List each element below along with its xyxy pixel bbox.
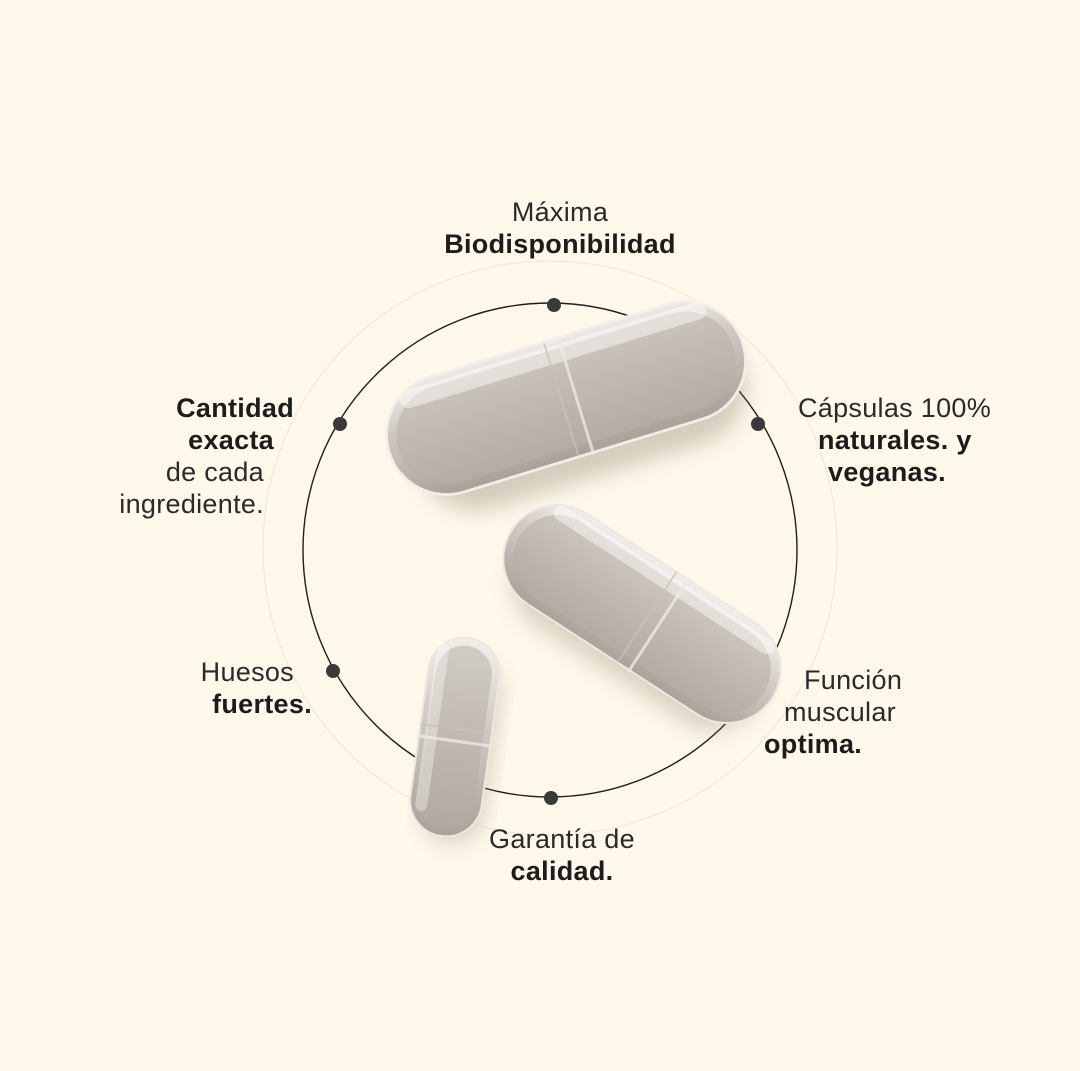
label-upper-left-line2: exacta bbox=[188, 425, 274, 455]
capsule-medium bbox=[502, 503, 782, 732]
label-upper-left-line3: de cada bbox=[165, 457, 264, 487]
label-top-line1: Máxima bbox=[511, 197, 609, 227]
label-lower-right-line2: muscular bbox=[784, 697, 896, 727]
label-upper-left: Cantidad exacta de cada ingrediente. bbox=[60, 392, 300, 520]
label-upper-left-line4: ingrediente. bbox=[119, 489, 264, 519]
label-lower-right: Función muscular optima. bbox=[764, 664, 954, 760]
label-lower-left-line2: fuertes. bbox=[212, 689, 312, 719]
ring-dot-bottom bbox=[544, 791, 558, 805]
label-upper-right-line3: veganas. bbox=[828, 457, 946, 487]
capsule-small bbox=[409, 636, 502, 844]
label-lower-left: Huesos fuertes. bbox=[120, 656, 320, 720]
label-bottom: Garantía de calidad. bbox=[432, 823, 692, 887]
ring-dot-top bbox=[547, 298, 561, 312]
label-lower-right-line3: optima. bbox=[764, 729, 863, 759]
ring-dot-upper-left bbox=[333, 417, 347, 431]
label-top: Máxima Biodisponibilidad bbox=[380, 196, 740, 260]
ring-dot-lower-left bbox=[326, 664, 340, 678]
label-bottom-line2: calidad. bbox=[510, 856, 614, 886]
outer-faint-circle bbox=[262, 260, 838, 836]
label-lower-right-line1: Función bbox=[804, 665, 903, 695]
label-upper-right-line2: naturales. y bbox=[818, 425, 972, 455]
label-lower-left-line1: Huesos bbox=[200, 657, 294, 687]
ring-dot-upper-right bbox=[751, 417, 765, 431]
capsule-large bbox=[384, 299, 748, 512]
label-upper-right: Cápsulas 100% naturales. y veganas. bbox=[798, 392, 1048, 488]
label-upper-right-line1: Cápsulas 100% bbox=[798, 393, 992, 423]
label-top-line2: Biodisponibilidad bbox=[444, 229, 676, 259]
label-upper-left-line1: Cantidad bbox=[176, 393, 294, 423]
label-bottom-line1: Garantía de bbox=[489, 824, 635, 854]
